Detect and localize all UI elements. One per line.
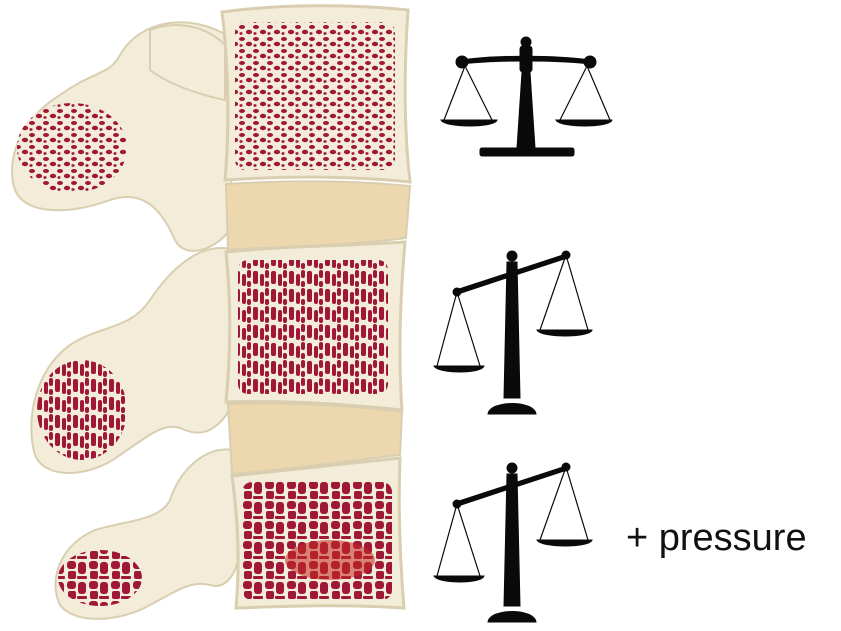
- vertebral-arches: [12, 22, 238, 619]
- pressure-label: + pressure: [626, 517, 807, 560]
- process-marrow-upper: [17, 103, 127, 193]
- fracture-zone: [285, 540, 375, 580]
- tipped-scale-icon: [434, 251, 592, 414]
- balanced-scale-icon: [441, 37, 612, 156]
- disc-upper: [226, 181, 410, 250]
- vertebral-column: [222, 6, 410, 608]
- process-marrow-middle: [37, 360, 127, 460]
- process-marrow-lower: [58, 550, 142, 606]
- marrow-healthy: [235, 22, 395, 170]
- tipped-scale-icon: [434, 463, 592, 622]
- marrow-porous: [238, 260, 388, 394]
